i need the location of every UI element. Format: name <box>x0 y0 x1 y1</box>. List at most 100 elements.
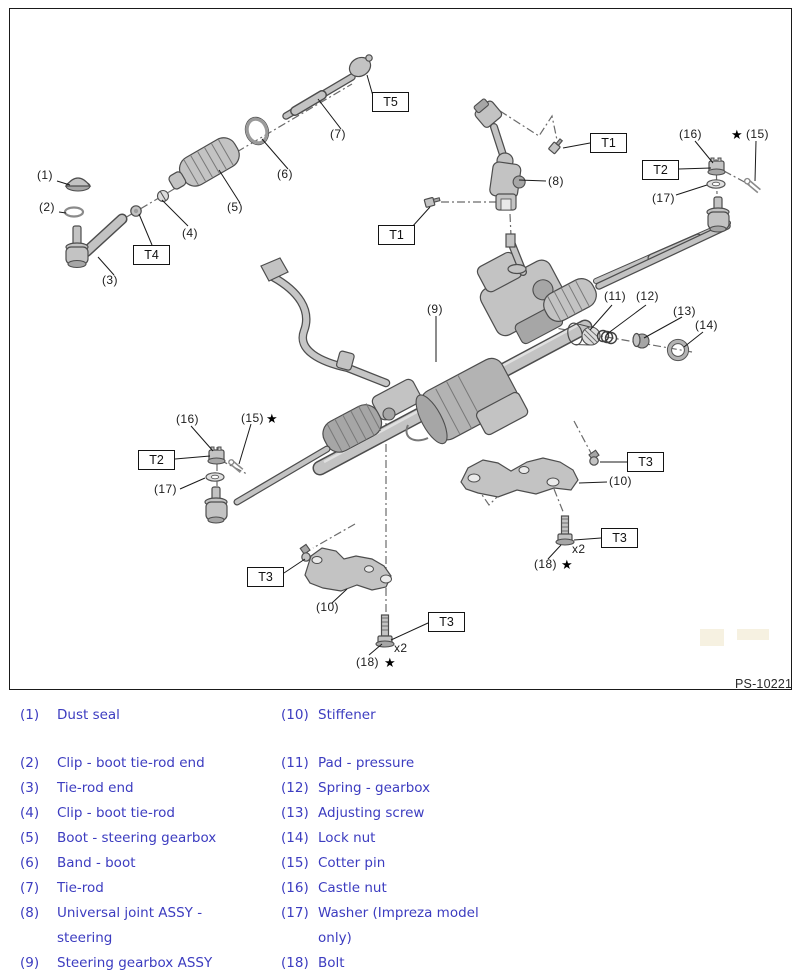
legend-item: (5) Boot - steering gearbox <box>20 826 275 851</box>
legend-item: (10) Stiffener <box>281 703 536 728</box>
legend-item-number: (1) <box>20 707 40 723</box>
star-icon: ★ <box>561 557 573 572</box>
legend-item-text-line2: only) <box>318 930 352 946</box>
legend-item-text: Adjusting screw <box>318 805 425 821</box>
hose-loop <box>405 424 429 442</box>
lock-nut-part <box>666 338 690 362</box>
bolt-18-center-part <box>375 614 395 648</box>
legend-item-text: Pad - pressure <box>318 755 415 771</box>
exploded-diagram-artwork <box>56 54 761 656</box>
callout-2: (2) <box>39 200 55 214</box>
legend-item: (2) Clip - boot tie-rod end <box>20 751 275 776</box>
legend-item: (17) Washer (Impreza model only) <box>281 901 536 951</box>
star-icon: ★ <box>384 655 396 670</box>
torque-box-t3: T3 <box>601 528 638 548</box>
washer-part <box>706 179 726 189</box>
callout-12: (12) <box>636 289 659 303</box>
dust-seal-part <box>64 177 92 192</box>
callout-10-right: (10) <box>609 474 632 488</box>
torque-box-t3: T3 <box>627 452 664 472</box>
legend-item-number: (15) <box>281 855 309 871</box>
callout-10-left: (10) <box>316 600 339 614</box>
bolt-part <box>299 543 311 562</box>
washer-part <box>205 472 225 482</box>
callout-14: (14) <box>695 318 718 332</box>
tie-rod-part <box>282 54 373 120</box>
castle-nut-part <box>707 157 726 176</box>
callout-9: (9) <box>427 302 443 316</box>
legend-item-text: Dust seal <box>57 707 120 723</box>
cotter-pin-part <box>743 177 761 194</box>
torque-label: T3 <box>258 570 273 584</box>
legend-item-text: Washer (Impreza model <box>318 905 479 921</box>
legend-item: (11) Pad - pressure <box>281 751 536 776</box>
faint-watermark <box>700 629 724 646</box>
star-icon: ★ <box>731 127 743 142</box>
pressure-pad-part <box>567 322 601 346</box>
callout-4: (4) <box>182 226 198 240</box>
legend-item-text: Boot - steering gearbox <box>57 830 217 846</box>
callout-17-right: (17) <box>652 191 675 205</box>
callout-3: (3) <box>102 273 118 287</box>
legend-item-number: (17) <box>281 905 309 921</box>
legend-item-number: (12) <box>281 780 309 796</box>
tie-rod-end-part <box>65 213 128 269</box>
legend-item-number: (18) <box>281 955 309 971</box>
callout-15-right: (15) <box>746 127 769 141</box>
torque-label: T1 <box>601 136 616 150</box>
legend-item-text: Clip - boot tie-rod end <box>57 755 205 771</box>
legend-column-right: (10) Stiffener (11) Pad - pressure (12) … <box>281 703 536 976</box>
legend-item-number: (8) <box>20 905 40 921</box>
legend-item-number: (13) <box>281 805 309 821</box>
bolt-18-right-part <box>555 515 575 546</box>
torque-label: T3 <box>612 531 627 545</box>
clip-tie-rod-end-part <box>63 206 85 218</box>
adjusting-screw-part <box>632 332 650 349</box>
legend-item: (15) Cotter pin <box>281 851 536 876</box>
bolt-part <box>548 138 564 155</box>
boot-clip-part <box>156 189 170 203</box>
legend-item-text: Tie-rod <box>57 880 104 896</box>
callout-16-left: (16) <box>176 412 199 426</box>
legend-item-number: (3) <box>20 780 40 796</box>
legend-item: (16) Castle nut <box>281 876 536 901</box>
legend-item-number: (16) <box>281 880 309 896</box>
legend-item-number: (9) <box>20 955 40 971</box>
motor-assembly-part <box>415 357 529 445</box>
callout-7: (7) <box>330 127 346 141</box>
legend-item: (13) Adjusting screw <box>281 801 536 826</box>
torque-box-t2: T2 <box>138 450 175 470</box>
star-icon: ★ <box>266 411 278 426</box>
bolt-part <box>423 196 441 208</box>
legend-item: (1) Dust seal <box>20 703 275 728</box>
torque-box-t3: T3 <box>247 567 284 587</box>
callout-16-right: (16) <box>679 127 702 141</box>
gearbox-left-boot <box>322 403 383 453</box>
callout-11: (11) <box>604 289 627 303</box>
tie-rod-lock-nut-part <box>130 205 142 217</box>
steering-boot-part <box>168 137 240 190</box>
torque-label: T2 <box>653 163 668 177</box>
callout-18-center: (18) <box>356 655 379 669</box>
legend-item-number: (6) <box>20 855 40 871</box>
legend-item: (7) Tie-rod <box>20 876 275 901</box>
callout-5: (5) <box>227 200 243 214</box>
tie-rod-end-left-part <box>204 486 228 524</box>
legend-item-number: (14) <box>281 830 309 846</box>
diagram-panel <box>9 8 792 690</box>
legend-item: (6) Band - boot <box>20 851 275 876</box>
faint-watermark <box>737 629 769 640</box>
quantity-label: x2 <box>572 542 586 556</box>
callout-1: (1) <box>37 168 53 182</box>
legend-column-left: (1) Dust seal (2) Clip - boot tie-rod en… <box>20 703 275 976</box>
torque-box-t4: T4 <box>133 245 170 265</box>
torque-box-t5: T5 <box>372 92 409 112</box>
callout-13: (13) <box>673 304 696 318</box>
legend-item-text: Tie-rod end <box>57 780 134 796</box>
torque-label: T4 <box>144 248 159 262</box>
legend-item-text: Lock nut <box>318 830 376 846</box>
boot-band-part <box>244 116 270 146</box>
torque-box-t2: T2 <box>642 160 679 180</box>
legend-item-text: Steering gearbox ASSY <box>57 955 213 971</box>
